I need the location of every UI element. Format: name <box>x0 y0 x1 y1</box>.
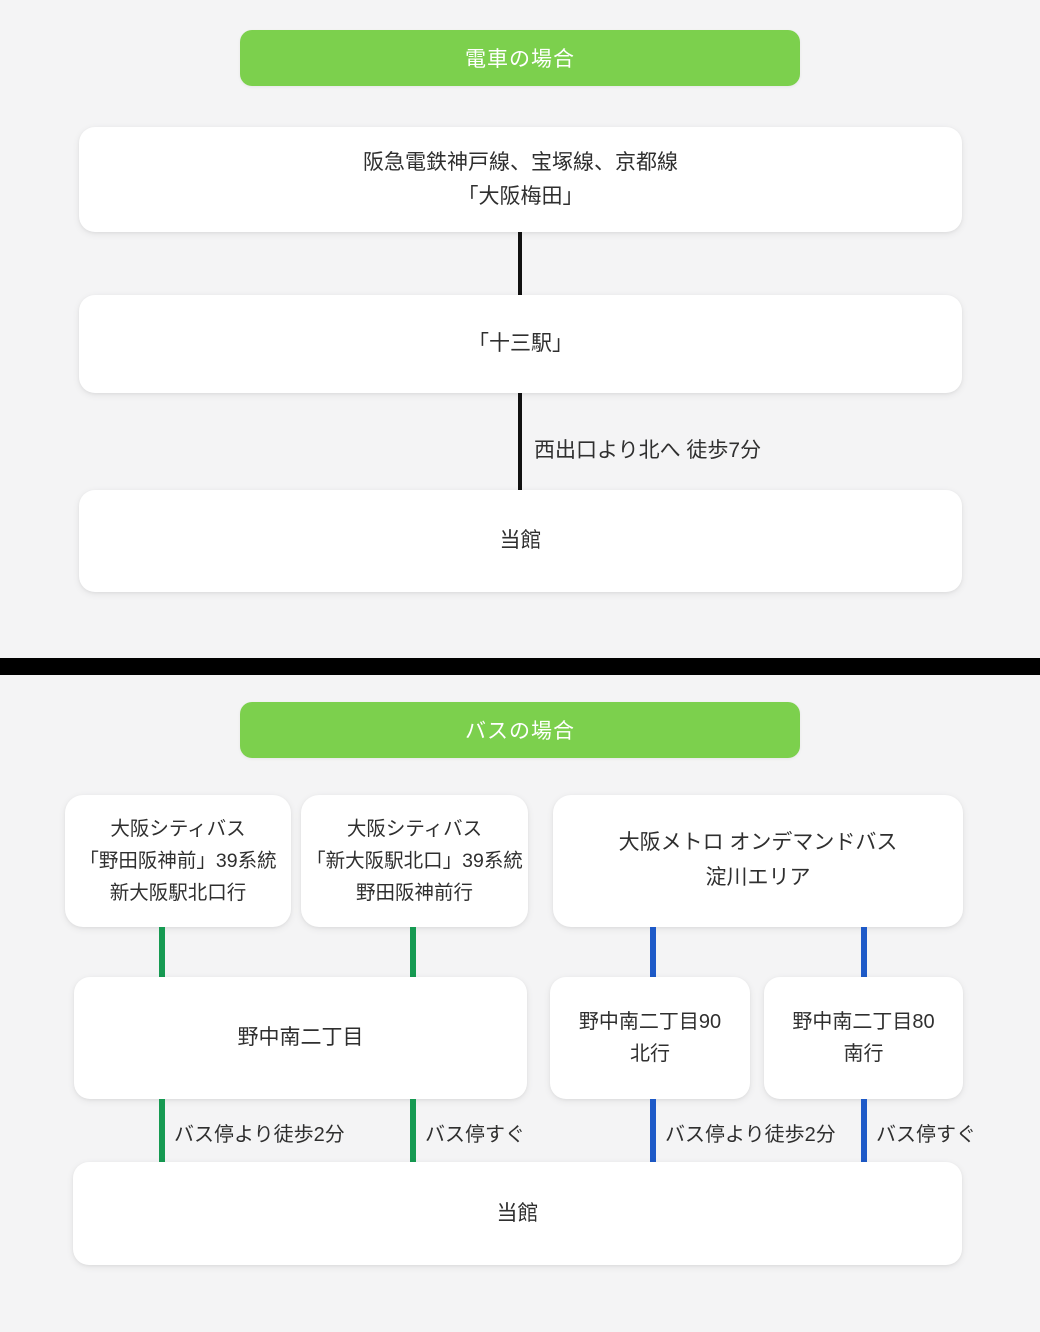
bus-connector-green-2-upper <box>410 927 416 977</box>
bus-walk-note-1: バス停より徒歩2分 <box>174 1124 345 1146</box>
train-start-station-name: 「大阪梅田」 <box>457 184 584 208</box>
bus-section-header: バスの場合 <box>240 702 800 758</box>
bus-route-a-box: 大阪シティバス 「野田阪神前」39系統 新大阪駅北口行 <box>65 795 291 927</box>
train-section-title: 電車の場合 <box>465 48 575 71</box>
bus-connector-green-1-upper <box>159 927 165 977</box>
bus-connector-green-2-lower <box>410 1099 416 1162</box>
bus-route-c-operator: 大阪メトロ オンデマンドバス <box>618 831 898 855</box>
bus-route-b-direction: 野田阪神前行 <box>355 882 473 905</box>
bus-stop-north-direction: 北行 <box>630 1043 670 1065</box>
bus-walk-note-2: バス停すぐ <box>425 1124 525 1146</box>
bus-connector-blue-2-lower <box>861 1099 867 1162</box>
train-transfer-station-box: 「十三駅」 <box>79 295 962 393</box>
train-connector-line-2 <box>518 393 522 490</box>
bus-stop-south-direction: 南行 <box>843 1043 884 1065</box>
bus-route-a-line: 「野田阪神前」39系統 <box>79 849 277 872</box>
bus-route-a-operator: 大阪シティバス <box>110 817 246 840</box>
bus-stop-south-box: 野中南二丁目80 南行 <box>764 977 963 1099</box>
bus-stop-main-box: 野中南二丁目 <box>74 977 527 1099</box>
train-section-header: 電車の場合 <box>240 30 800 86</box>
train-connector-line-1 <box>518 232 522 295</box>
bus-route-b-line: 「新大阪駅北口」39系統 <box>306 849 523 872</box>
bus-stop-north-box: 野中南二丁目90 北行 <box>550 977 750 1099</box>
bus-route-c-area: 淀川エリア <box>705 866 811 889</box>
train-transfer-station-name: 「十三駅」 <box>468 332 573 356</box>
bus-walk-note-4: バス停すぐ <box>876 1124 976 1146</box>
bus-section-title: バスの場合 <box>465 720 575 743</box>
bus-route-b-operator: 大阪シティバス <box>346 817 483 840</box>
train-destination-label: 当館 <box>499 529 542 553</box>
bus-destination-box: 当館 <box>73 1162 962 1265</box>
bus-stop-north-name: 野中南二丁目90 <box>578 1011 722 1033</box>
train-start-station-box: 阪急電鉄神戸線、宝塚線、京都線 「大阪梅田」 <box>79 127 962 232</box>
bus-route-a-direction: 新大阪駅北口行 <box>109 882 247 905</box>
bus-walk-note-3: バス停より徒歩2分 <box>665 1124 836 1146</box>
bus-connector-green-1-lower <box>159 1099 165 1162</box>
bus-connector-blue-1-lower <box>650 1099 656 1162</box>
bus-route-c-box: 大阪メトロ オンデマンドバス 淀川エリア <box>553 795 963 927</box>
bus-stop-south-name: 野中南二丁目80 <box>792 1011 935 1033</box>
section-divider <box>0 658 1040 675</box>
bus-route-b-box: 大阪シティバス 「新大阪駅北口」39系統 野田阪神前行 <box>301 795 528 927</box>
bus-connector-blue-2-upper <box>861 927 867 977</box>
bus-stop-main-name: 野中南二丁目 <box>237 1026 364 1050</box>
train-destination-box: 当館 <box>79 490 962 592</box>
train-walk-note: 西出口より北へ 徒歩7分 <box>534 439 762 462</box>
train-line-names: 阪急電鉄神戸線、宝塚線、京都線 <box>363 150 678 174</box>
bus-connector-blue-1-upper <box>650 927 656 977</box>
bus-destination-label: 当館 <box>496 1201 539 1225</box>
